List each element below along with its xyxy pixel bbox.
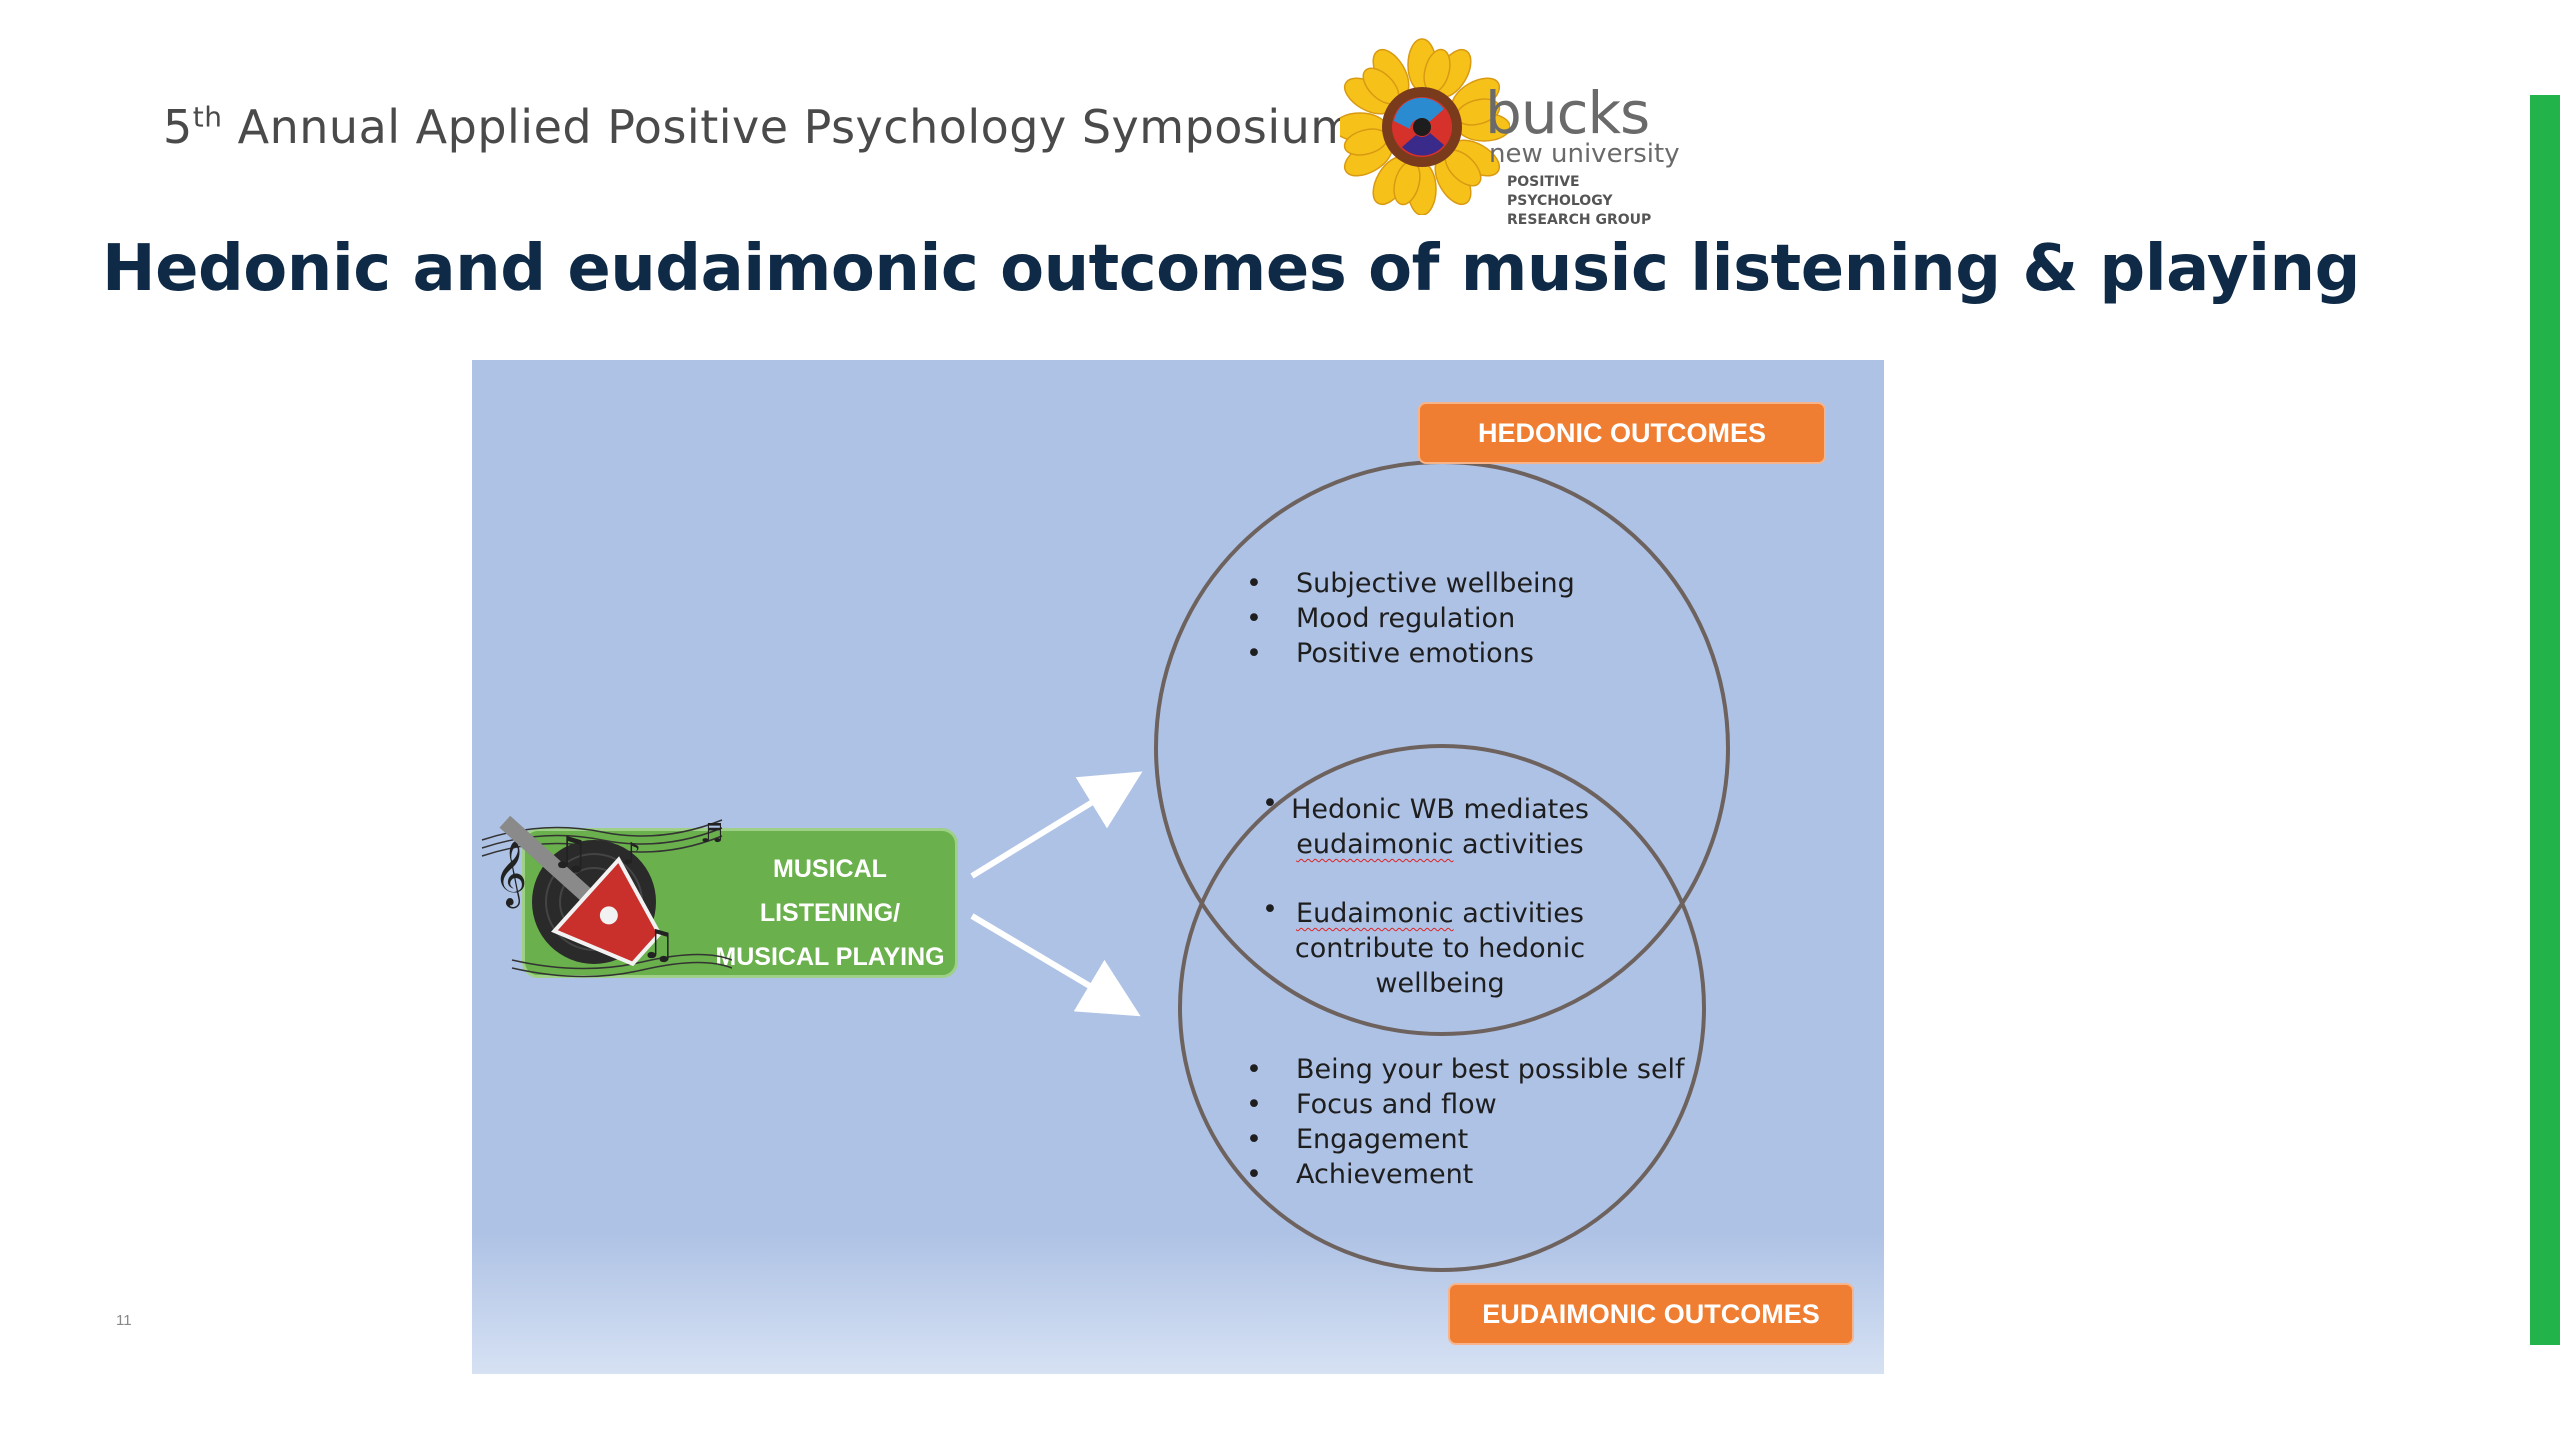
overlap-line: Hedonic WB mediates — [1291, 794, 1589, 825]
overlap-line: eudaimonic activities — [1280, 827, 1600, 862]
eudaimonic-outcomes-badge: EUDAIMONIC OUTCOMES — [1448, 1283, 1854, 1345]
svg-text:♫: ♫ — [640, 922, 676, 968]
logo-university: new university — [1489, 139, 1680, 169]
list-item: Subjective wellbeing — [1246, 566, 1575, 601]
bullet: • — [1262, 788, 1278, 819]
svg-text:♪: ♪ — [622, 837, 641, 872]
slide-title: Hedonic and eudaimonic outcomes of music… — [102, 232, 2360, 306]
arrow-to-eudaimonic — [970, 913, 1141, 1017]
overlap-text: activities — [1453, 829, 1584, 860]
symposium-ordinal-suffix: th — [192, 100, 223, 134]
music-label-line: LISTENING/ — [759, 899, 901, 927]
overlap-line: contribute to hedonic — [1294, 933, 1586, 964]
symposium-header: 5th Annual Applied Positive Psychology S… — [163, 100, 1356, 154]
logo-group-line1: POSITIVE PSYCHOLOGY — [1507, 174, 1613, 209]
hedonic-list: Subjective wellbeing Mood regulation Pos… — [1246, 566, 1575, 671]
list-item: Mood regulation — [1246, 601, 1575, 636]
symposium-ordinal: 5 — [163, 100, 193, 154]
svg-text:𝄞: 𝄞 — [494, 841, 527, 908]
overlap-line: Eudaimonic activities — [1280, 896, 1600, 931]
overlap-item-mediates: Hedonic WB mediates eudaimonic activitie… — [1280, 792, 1600, 862]
bucks-logo: bucks new university POSITIVE PSYCHOLOGY… — [1340, 35, 1680, 228]
music-clipart-icon: 𝄞 ♫ ♪ ♫ ♬ — [481, 815, 732, 978]
svg-text:♫: ♫ — [550, 828, 589, 879]
overlap-item-contribute: Eudaimonic activities contribute to hedo… — [1280, 896, 1600, 1001]
list-item: Achievement — [1246, 1157, 1685, 1192]
symposium-text: Annual Applied Positive Psychology Sympo… — [222, 100, 1356, 154]
venn-diagram: HEDONIC OUTCOMES EUDAIMONIC OUTCOMES Sub… — [472, 360, 1884, 1374]
list-item: Engagement — [1246, 1122, 1685, 1157]
music-label-line: MUSICAL PLAYING — [715, 943, 945, 971]
music-source-label: MUSICAL LISTENING/ MUSICAL PLAYING — [715, 847, 945, 979]
overlap-line: wellbeing — [1375, 968, 1505, 999]
music-label-line: MUSICAL — [773, 855, 887, 883]
list-item: Focus and flow — [1246, 1087, 1685, 1122]
accent-bar — [2530, 95, 2560, 1345]
logo-group-line2: RESEARCH GROUP — [1507, 212, 1652, 228]
eudaimonic-list: Being your best possible self Focus and … — [1246, 1052, 1685, 1192]
eudaimonic-circle — [1178, 744, 1706, 1272]
spellcheck-word: Eudaimonic — [1296, 898, 1454, 929]
list-item: Positive emotions — [1246, 636, 1575, 671]
logo-text: bucks new university POSITIVE PSYCHOLOGY… — [1485, 79, 1680, 230]
list-item: Being your best possible self — [1246, 1052, 1685, 1087]
overlap-text: activities — [1453, 898, 1584, 929]
arrow-to-hedonic — [970, 771, 1143, 879]
sunflower-icon — [1340, 38, 1510, 215]
bullet: • — [1262, 894, 1278, 925]
svg-text:♬: ♬ — [700, 819, 723, 849]
page-number: 11 — [116, 1312, 132, 1329]
logo-brand: bucks — [1485, 79, 1650, 147]
hedonic-outcomes-badge: HEDONIC OUTCOMES — [1418, 402, 1826, 464]
spellcheck-word: eudaimonic — [1296, 829, 1454, 860]
